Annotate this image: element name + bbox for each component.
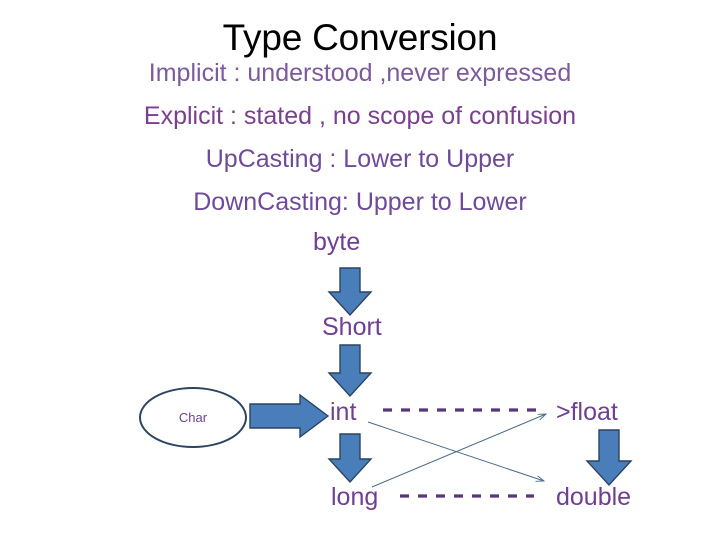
block-arrow-short-to-int xyxy=(327,344,373,398)
diagram-node-byte: byte xyxy=(313,228,361,256)
block-arrow-byte-to-short xyxy=(327,267,373,317)
diagram-node-char-label: Char xyxy=(178,410,208,425)
diagram-node-char-oval: Char xyxy=(139,387,247,448)
block-arrow-float-to-double xyxy=(585,429,633,487)
diagram-node-long: long xyxy=(331,483,379,511)
diagram-node-int: int xyxy=(330,398,357,426)
page-title: Type Conversion xyxy=(222,17,498,58)
diagram-node-short: Short xyxy=(322,313,382,341)
diagram-node-double: double xyxy=(556,483,632,511)
thin-arrow-long-to-float xyxy=(371,414,546,488)
bullet-line-explicit: Explicit : stated , no scope of confusio… xyxy=(143,102,577,130)
diagram-node-float: >float xyxy=(556,398,618,426)
block-arrow-char-to-int xyxy=(249,393,330,439)
bullet-line-implicit: Implicit : understood ,never expressed xyxy=(148,59,572,87)
block-arrow-int-to-long xyxy=(327,433,373,484)
bullet-line-downcasting: DownCasting: Upper to Lower xyxy=(193,188,527,216)
bullet-line-upcasting: UpCasting : Lower to Upper xyxy=(205,145,515,173)
